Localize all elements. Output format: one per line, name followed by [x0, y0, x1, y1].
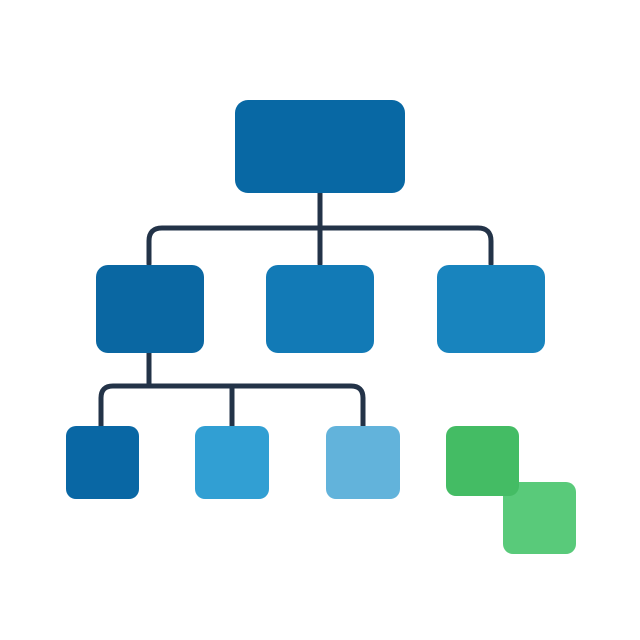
child-node-middle — [266, 265, 374, 353]
connectors-root — [146, 189, 494, 267]
connectors-left-child — [98, 349, 366, 429]
child-node-right — [437, 265, 545, 353]
child-node-left — [96, 265, 204, 353]
grandchild-node-3 — [326, 426, 400, 499]
connector-root-bar — [146, 225, 494, 267]
green-accent-square-front — [446, 426, 519, 496]
grandchild-node-1 — [66, 426, 139, 499]
green-accent-square-back — [503, 482, 576, 554]
root-node — [235, 100, 405, 193]
grandchild-node-2 — [195, 426, 269, 499]
